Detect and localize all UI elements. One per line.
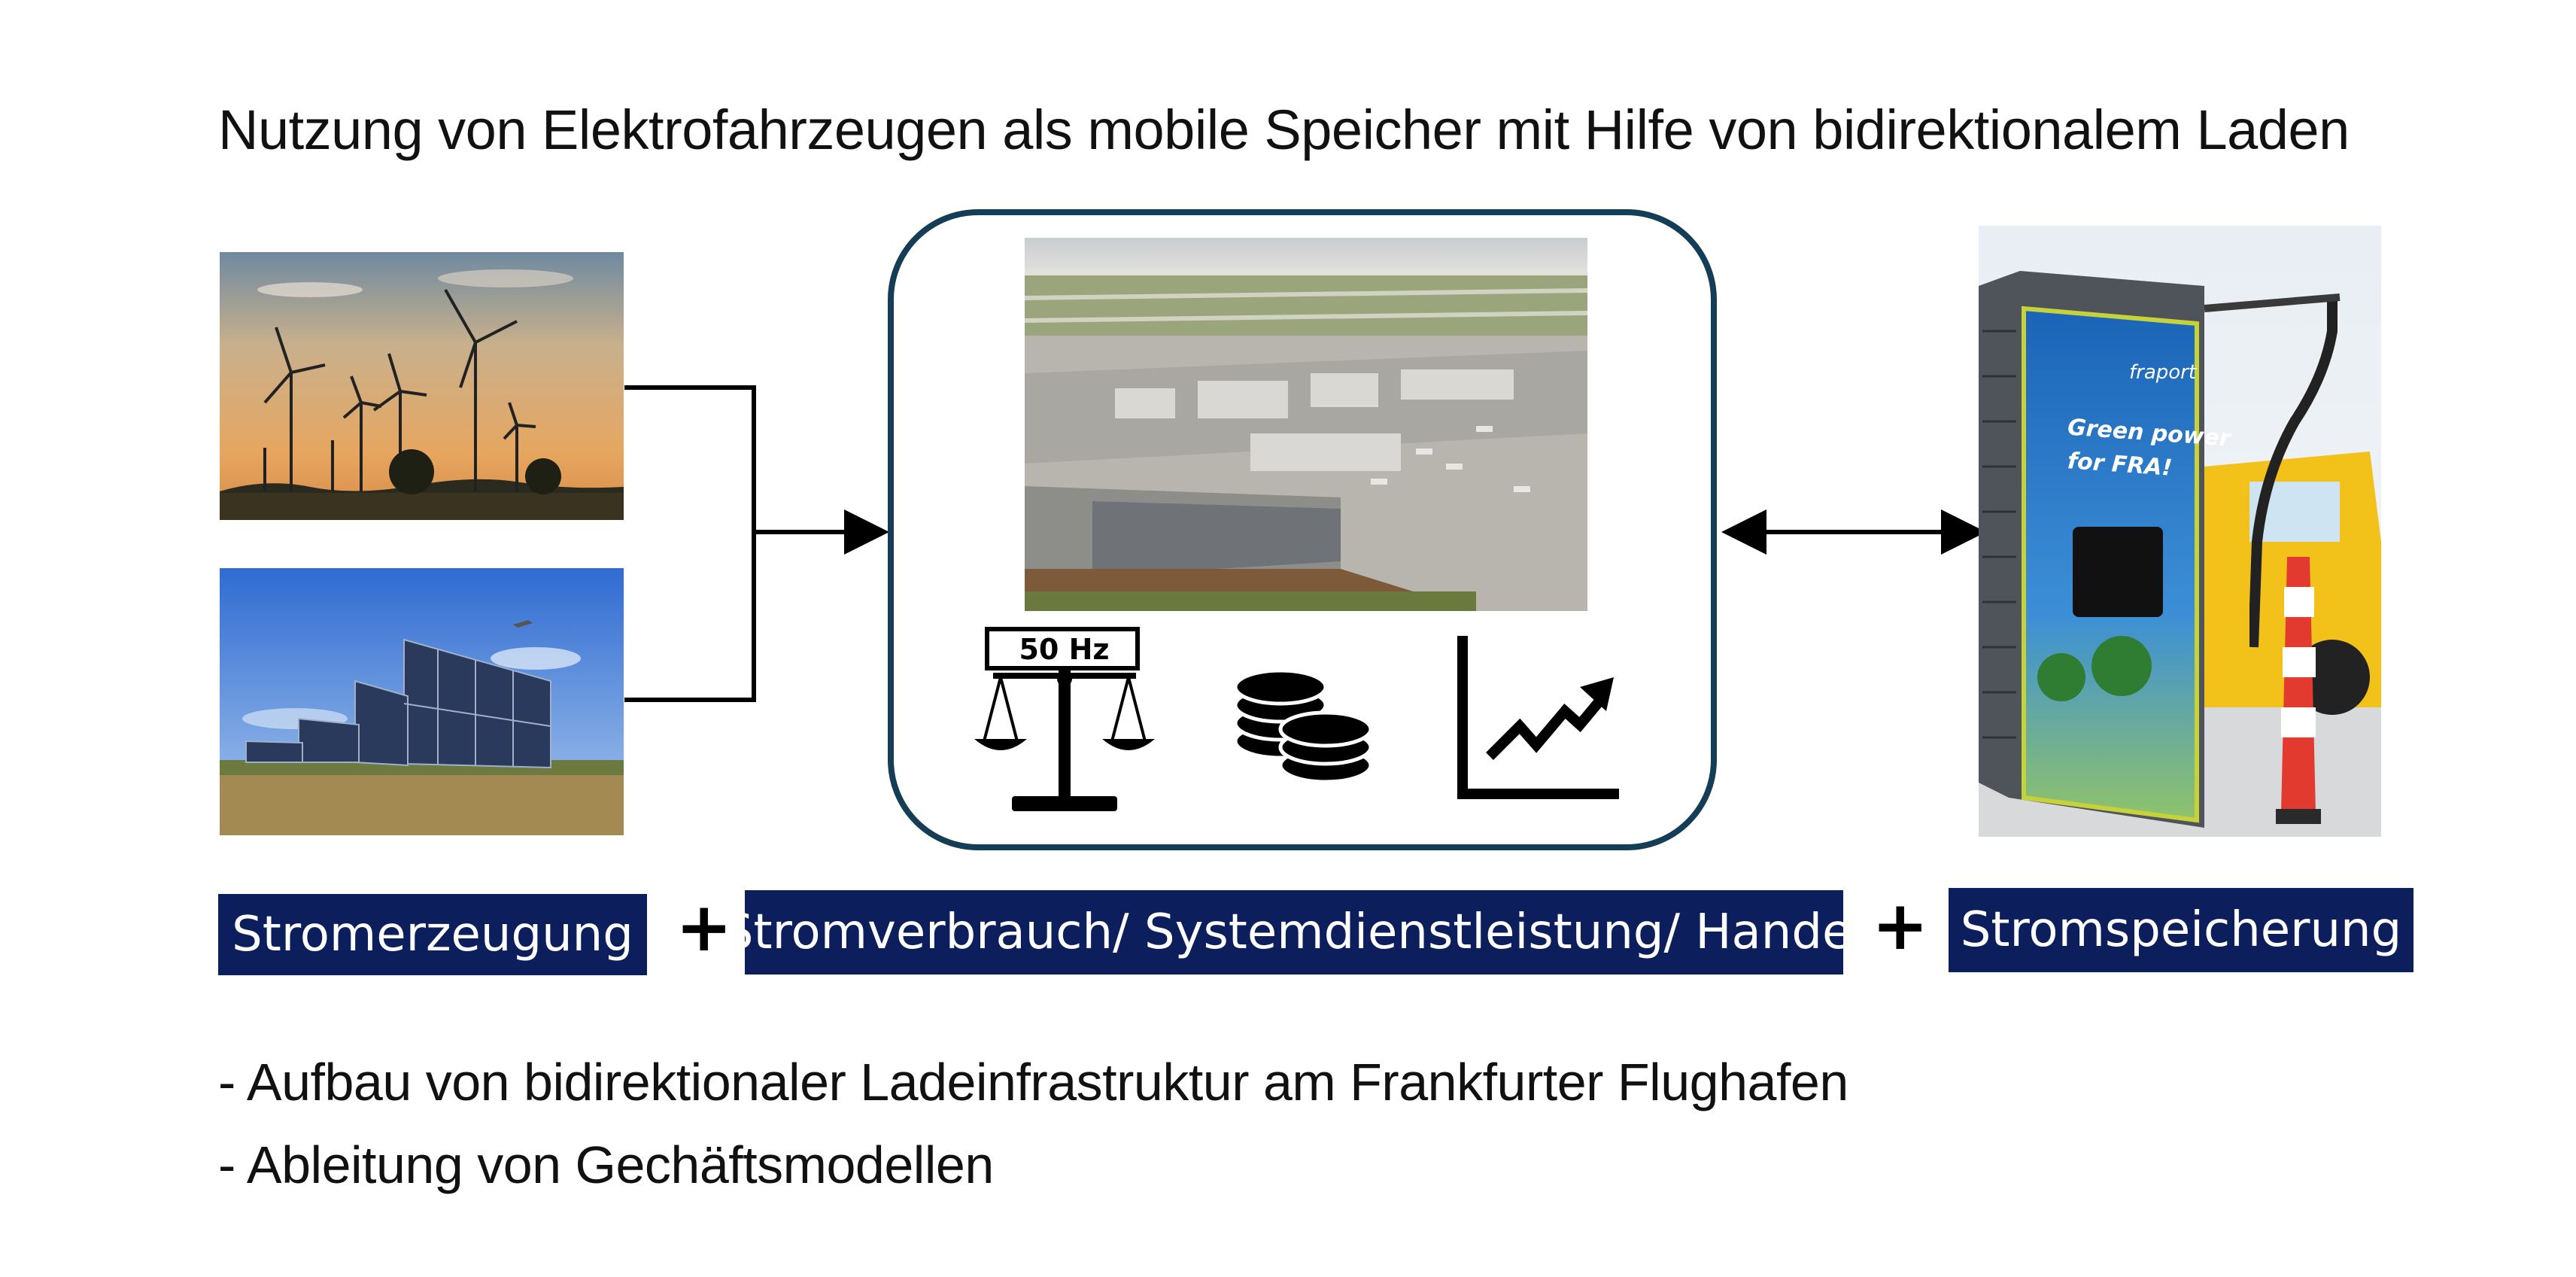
label-power-generation: Stromerzeugung — [218, 894, 647, 975]
rising-chart-icon — [1452, 636, 1625, 801]
frequency-label: 50 Hz — [1019, 633, 1110, 666]
bullet-item: - Ableitung von Gechäftsmodellen — [218, 1136, 994, 1194]
solar-panels-photo — [220, 568, 624, 835]
airport-aerial-photo — [1025, 238, 1587, 611]
plus-icon: + — [676, 888, 733, 967]
wind-connector-line — [624, 385, 756, 702]
label-power-consumption: Stromverbrauch/ Systemdienstleistung/ Ha… — [723, 890, 1865, 974]
page-title: Nutzung von Elektrofahrzeugen als mobile… — [218, 99, 2350, 161]
fraport-logo: fraport — [2129, 361, 2197, 384]
bullet-item: - Aufbau von bidirektionaler Ladeinfrast… — [218, 1053, 1848, 1111]
label-power-storage: Stromspeicherung — [1949, 888, 2413, 972]
charger-photo: fraport Green power for FRA! — [1979, 226, 2381, 837]
wind-turbines-photo — [220, 252, 624, 520]
balance-scale-icon — [971, 625, 1159, 820]
coins-icon — [1226, 666, 1377, 786]
plus-icon: + — [1872, 886, 1929, 965]
